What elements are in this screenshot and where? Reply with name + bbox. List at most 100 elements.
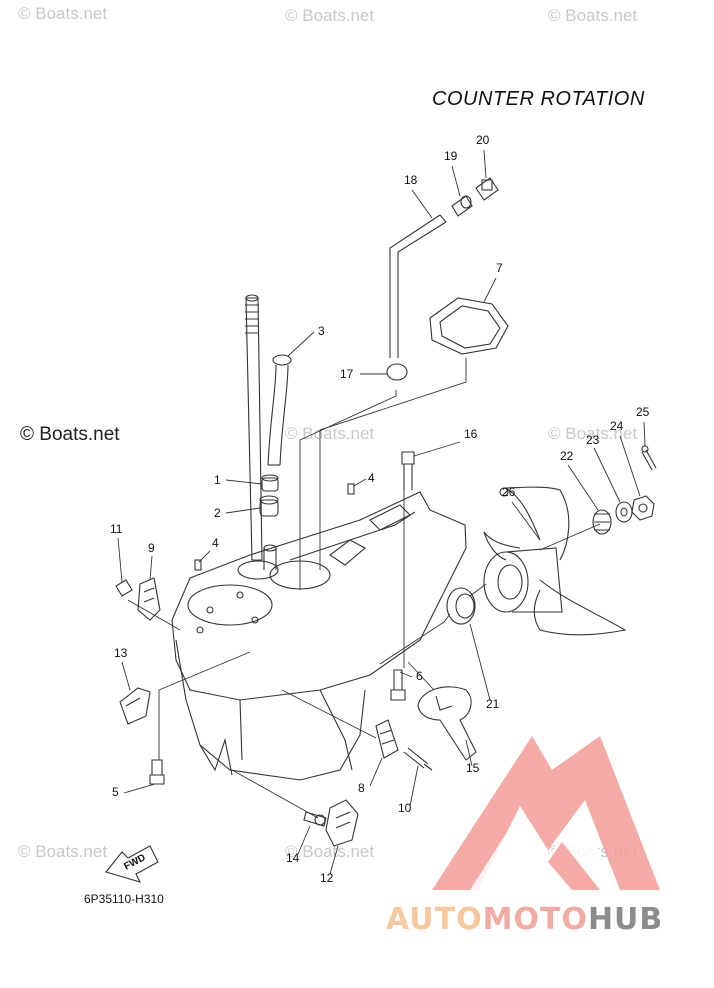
leader-line [483, 277, 497, 303]
watermark-text: © Boats.net [285, 842, 375, 861]
plate-13 [119, 687, 151, 725]
bolt-16 [401, 451, 415, 490]
part-number: 15 [466, 761, 480, 775]
leader-line [121, 661, 131, 691]
leader-line [198, 550, 211, 563]
part-number: 16 [464, 427, 478, 441]
part-number: 14 [286, 851, 300, 865]
dowel-pins [194, 483, 355, 571]
part-number: 21 [486, 697, 500, 711]
part-number: 4 [368, 471, 375, 485]
part-number: 13 [114, 646, 128, 660]
part-number: 26 [502, 485, 516, 499]
projection-line [539, 523, 601, 551]
part-number: 23 [586, 433, 600, 447]
projection-line [158, 651, 251, 760]
part-number: 18 [404, 173, 418, 187]
projection-line [127, 599, 181, 631]
hose-18 [386, 214, 447, 381]
diagram-title: COUNTER ROTATION [432, 88, 645, 110]
projection-line [319, 358, 467, 570]
brand-logo-mark [432, 736, 660, 890]
brand-wordmark: AUTOMOTOHUB [386, 902, 663, 937]
leader-line [643, 421, 646, 447]
bolt-6 [390, 669, 406, 701]
leader-line [297, 825, 311, 855]
part-number: 10 [398, 801, 412, 815]
water-tube [267, 354, 292, 466]
leader-line [511, 501, 541, 541]
part-number: 9 [148, 541, 155, 555]
leader-line [593, 447, 621, 503]
part-number: 8 [358, 781, 365, 795]
leader-line [149, 555, 153, 581]
leader-line [469, 623, 491, 701]
lower-casing [171, 491, 467, 781]
anode-12 [325, 799, 359, 847]
projection-line [299, 390, 397, 590]
part-number: 24 [610, 419, 624, 433]
leader-line [399, 671, 413, 678]
part-number: 11 [110, 522, 123, 536]
spacer-22 [592, 509, 612, 535]
part-number: 6 [416, 669, 423, 683]
projection-line [469, 583, 487, 597]
brand-part-2: MOTO [482, 902, 588, 937]
leader-line [451, 165, 461, 197]
projection-line [281, 689, 377, 739]
projection-line [379, 613, 451, 665]
drive-shaft [237, 294, 279, 580]
part-number: 20 [476, 133, 490, 147]
watermark-text: © Boats.net [285, 6, 375, 25]
leader-line [329, 845, 339, 875]
propeller [483, 486, 627, 636]
watermark-text: © Boats.net [18, 842, 108, 861]
brand-part-3: HUB [587, 902, 664, 937]
projection-line [407, 661, 435, 691]
part-number: 22 [560, 449, 574, 463]
leader-line [117, 537, 123, 583]
leader-line [567, 464, 599, 511]
watermark-text-prominent: © Boats.net [20, 424, 120, 445]
part-number: 2 [214, 506, 221, 520]
part-number: 17 [340, 367, 354, 381]
leader-line [353, 478, 367, 487]
watermark-text: © Boats.net [285, 424, 375, 443]
part-number: 12 [320, 871, 334, 885]
bolt-10 [403, 747, 433, 771]
leader-lines [117, 149, 646, 875]
part-number: 5 [112, 785, 119, 799]
drawing-code: 6P35110-H310 [84, 892, 164, 906]
leader-line [225, 479, 263, 485]
part-number: 19 [444, 149, 458, 163]
leader-line [413, 441, 461, 457]
leader-line [619, 435, 641, 497]
grommet-and-seal [259, 474, 279, 517]
leader-line [123, 783, 156, 794]
part-number-labels: 1234456789101112131415161718192021222324… [110, 133, 650, 885]
nut-and-anode-9 [115, 577, 161, 621]
gasket [429, 297, 509, 355]
trim-tab [417, 686, 477, 761]
part-number: 25 [636, 405, 650, 419]
nut-24 [631, 495, 655, 521]
watermark-text: © Boats.net [18, 4, 108, 23]
leader-line [411, 189, 433, 219]
part-number: 4 [212, 536, 219, 550]
fwd-arrow: FWD [105, 845, 159, 883]
leader-line [483, 149, 487, 179]
leader-line [465, 739, 473, 767]
watermark-text: © Boats.net [548, 424, 638, 443]
part-number: 1 [214, 473, 221, 487]
anode-8 [375, 719, 399, 759]
bolt-5 [149, 759, 165, 785]
leader-line [225, 507, 261, 514]
leader-line [287, 331, 315, 357]
brand-part-1: AUTO [386, 902, 483, 937]
thrust-ring [446, 587, 476, 625]
leader-line [409, 765, 419, 807]
washer-23 [615, 501, 633, 523]
bolt-14 [303, 811, 327, 827]
